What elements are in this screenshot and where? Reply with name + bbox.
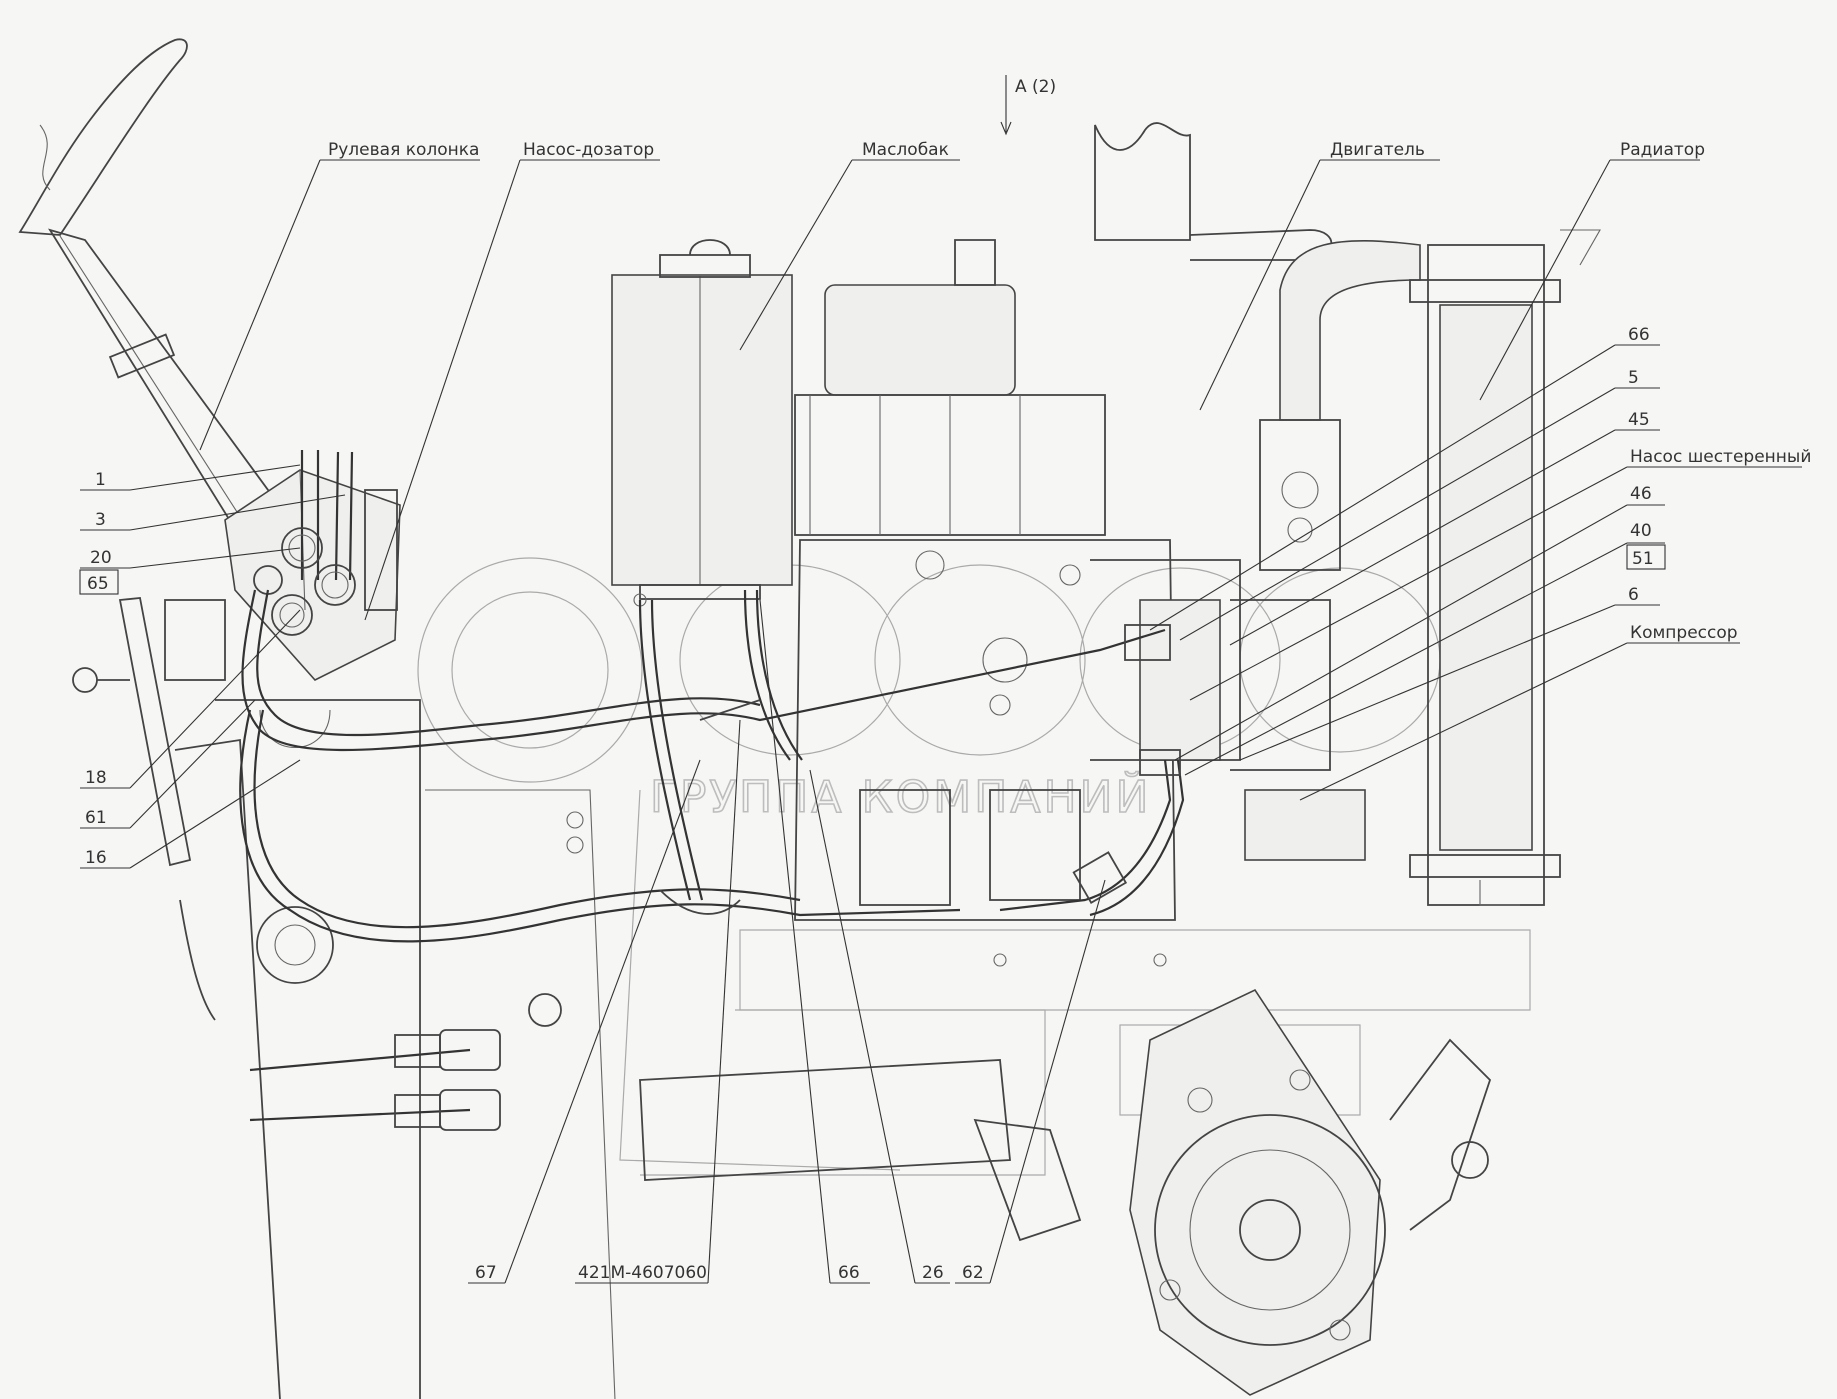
callouts-left: 1 3 20 65 18 61 16 xyxy=(79,464,346,869)
callouts-right: 66 5 45 Насос шестеренный 46 40 51 6 Ком… xyxy=(1149,325,1811,801)
quick-couplings-drawing xyxy=(249,1029,501,1131)
callouts-top: Рулевая колонка Насос-дозатор Маслобак Д… xyxy=(199,140,1705,621)
label-engine: Двигатель xyxy=(1330,140,1425,160)
frame-drawing xyxy=(215,699,1531,1399)
label-part-number: 421М-4607060 xyxy=(578,1263,707,1283)
label-radiator: Радиатор xyxy=(1620,140,1705,160)
steering-column-drawing xyxy=(18,38,401,681)
label-18: 18 xyxy=(85,768,107,788)
label-gear-pump: Насос шестеренный xyxy=(1630,447,1811,467)
label-compressor: Компрессор xyxy=(1630,623,1738,643)
label-66-right: 66 xyxy=(1628,325,1650,345)
cab-pedal-bracket xyxy=(72,597,281,1399)
label-61: 61 xyxy=(85,808,107,828)
label-6: 6 xyxy=(1628,585,1639,605)
callouts-bottom: 67 421М-4607060 66 26 62 xyxy=(468,599,1106,1284)
label-1: 1 xyxy=(95,470,106,490)
cylinder-drawing xyxy=(639,1059,1082,1242)
label-16: 16 xyxy=(85,848,107,868)
label-steering-column: Рулевая колонка xyxy=(328,140,479,160)
watermark-text: ГРУППА КОМПАНИЙ xyxy=(650,770,1151,823)
label-45: 45 xyxy=(1628,410,1650,430)
label-40: 40 xyxy=(1630,521,1652,541)
label-66-bottom: 66 xyxy=(838,1263,860,1283)
hoses xyxy=(239,589,1185,943)
label-67: 67 xyxy=(475,1263,497,1283)
label-65: 65 xyxy=(87,574,109,594)
column-fittings xyxy=(253,450,356,636)
watermark: ГРУППА КОМПАНИЙ xyxy=(417,557,1441,824)
label-oil-tank: Маслобак xyxy=(862,140,949,160)
radiator-drawing xyxy=(1409,229,1601,906)
oil-tank-drawing xyxy=(611,239,793,607)
label-62: 62 xyxy=(962,1263,984,1283)
view-marker: А (2) xyxy=(1000,75,1056,136)
label-51: 51 xyxy=(1632,549,1654,569)
label-46: 46 xyxy=(1630,484,1652,504)
rear-housing-drawing xyxy=(1129,988,1492,1396)
label-5: 5 xyxy=(1628,368,1639,388)
label-26: 26 xyxy=(922,1263,944,1283)
label-20: 20 xyxy=(90,548,112,568)
label-3: 3 xyxy=(95,510,106,530)
view-marker-text: А (2) xyxy=(1015,77,1056,97)
label-metering-pump: Насос-дозатор xyxy=(523,140,654,160)
